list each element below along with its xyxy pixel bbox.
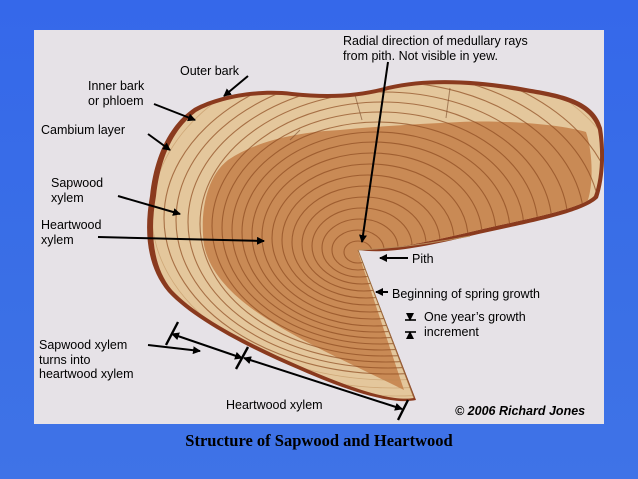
heartwood-label-line2: xylem [41, 233, 74, 247]
transition-label-line2: turns into [39, 353, 90, 367]
wood-diagram: Radial direction of medullary rays from … [39, 34, 604, 421]
increment-bracket [405, 313, 416, 339]
slide-caption: Structure of Sapwood and Heartwood [185, 431, 453, 450]
cambium-label: Cambium layer [41, 123, 125, 137]
increment-label-line1: One year’s growth [424, 310, 526, 324]
inner-bark-label-line2: or phloem [88, 94, 144, 108]
copyright-text: © 2006 Richard Jones [455, 404, 585, 418]
radial-label-line2: from pith. Not visible in yew. [343, 49, 498, 63]
heartwood-bottom-label: Heartwood xylem [226, 398, 323, 412]
spring-growth-label: Beginning of spring growth [392, 287, 540, 301]
radial-label-line1: Radial direction of medullary rays [343, 34, 528, 48]
boundary-ticks [164, 321, 410, 421]
increment-label-line2: increment [424, 325, 479, 339]
heartwood-label-line1: Heartwood [41, 218, 101, 232]
transition-label-line3: heartwood xylem [39, 367, 134, 381]
pith-label: Pith [412, 252, 434, 266]
transition-label-line1: Sapwood xylem [39, 338, 127, 352]
sapwood-label-line2: xylem [51, 191, 84, 205]
label-group: Radial direction of medullary rays from … [39, 34, 585, 418]
sapwood-label-line1: Sapwood [51, 176, 103, 190]
photo-frame: Radial direction of medullary rays from … [34, 30, 604, 424]
annotation-arrows [97, 61, 408, 411]
inner-bark-label-line1: Inner bark [88, 79, 145, 93]
outer-bark-label: Outer bark [180, 64, 240, 78]
